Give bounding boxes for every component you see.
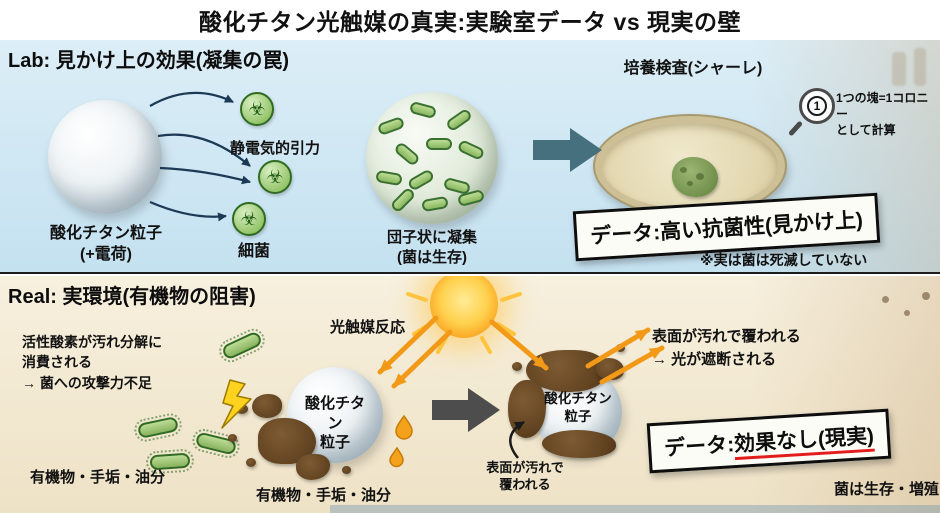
dirt-speck [236, 404, 248, 414]
lab-panel: Lab: 見かけ上の効果(凝集の罠) 酸化チタン粒子 (+電荷) ☣ ☣ ☣ 静… [0, 40, 940, 274]
light-blocked-note: 表面が汚れで覆われる → 光が遮断される [652, 328, 801, 368]
organic-matter-label-left: 有機物・手垢・油分 [30, 469, 166, 486]
rod-bacterium-icon [216, 322, 268, 369]
dirt-speck [228, 434, 237, 442]
real-heading: Real: 実環境(有機物の阻害) [8, 286, 256, 308]
mold-spot [904, 310, 910, 316]
dirt-splotch [296, 454, 330, 480]
magnifier-icon: 1 [799, 88, 835, 124]
attraction-arrow [159, 166, 251, 185]
rod-bacterium-icon [132, 409, 184, 446]
magnifier-handle [787, 120, 804, 137]
dirt-speck [342, 466, 351, 474]
bacterium-icon: ☣ [232, 202, 266, 236]
capsule-bacterium-icon [376, 115, 406, 137]
floor-strip [330, 505, 940, 513]
capsule-bacterium-icon [406, 168, 436, 192]
bacteria-label: 細菌 [238, 243, 271, 260]
flow-arrow-right [533, 128, 602, 172]
capsule-bacterium-icon [421, 195, 449, 213]
lab-stamp-note: ※実は菌は死滅していない [700, 252, 868, 268]
bacterium-icon: ☣ [258, 160, 292, 194]
real-stamp-emphasis: 効果なし(現実) [733, 424, 875, 461]
titanium-particle-sphere [48, 100, 162, 214]
biohazard-icon: ☣ [248, 98, 266, 120]
capsule-bacterium-icon [393, 141, 421, 167]
real-result-stamp: データ:効果なし(現実) [646, 408, 892, 474]
dirt-speck [246, 458, 256, 467]
lab-stamp-text: データ:高い抗菌性(見かけ上) [589, 208, 864, 249]
sunlight-arrow [391, 329, 453, 389]
dirt-speck [512, 362, 522, 371]
dirt-speck [616, 344, 625, 352]
photocatalysis-label: 光触媒反応 [330, 319, 406, 336]
colony-spot [696, 173, 704, 180]
capsule-bacterium-icon [375, 169, 403, 187]
capsule-bacterium-icon [456, 139, 486, 161]
capsule-bacterium-icon [444, 107, 474, 133]
colony-count-badge: 1 [807, 96, 827, 116]
capsule-bacterium-icon [408, 100, 438, 120]
titanium-particle-label: 酸化チタン粒子 (+電荷) [49, 225, 162, 263]
lab-heading: Lab: 見かけ上の効果(凝集の罠) [8, 50, 290, 72]
reactive-oxygen-note: 活性酸素が汚れ分解に 消費される → 菌への攻撃力不足 [22, 334, 162, 391]
attraction-arrow [149, 200, 227, 222]
oil-drop-icon [395, 414, 413, 440]
lab-bottle-icon [892, 52, 906, 86]
capsule-bacterium-icon [426, 138, 452, 150]
electrostatic-attraction-label: 静電気的引力 [230, 140, 321, 157]
lightning-icon [221, 379, 252, 429]
colony-spot [687, 181, 693, 186]
petri-dish-label: 培養検査(シャーレ) [623, 60, 763, 77]
page-title: 酸化チタン光触媒の真実:実験室データ vs 現実の壁 [0, 0, 940, 40]
clumped-particle-sphere [366, 92, 498, 224]
dirt-cover [542, 430, 616, 458]
mold-spot [922, 292, 930, 300]
sun-icon [430, 276, 498, 338]
attraction-arrow [149, 91, 234, 107]
biohazard-icon: ☣ [240, 208, 258, 230]
colony-spot [680, 167, 687, 173]
lab-bottle-icon [914, 48, 926, 86]
clump-label: 団子状に凝集 (菌は生存) [386, 229, 477, 266]
biohazard-icon: ☣ [266, 166, 284, 188]
flow-arrow-right [432, 388, 500, 432]
real-panel: Real: 実環境(有機物の阻害) [0, 276, 940, 513]
bacterium-icon: ☣ [240, 92, 274, 126]
mold-spot [882, 296, 889, 303]
real-stamp-note: 菌は生存・増殖 [834, 481, 940, 498]
dirt-cover [596, 358, 624, 380]
capsule-bacterium-icon [389, 186, 417, 214]
real-stamp-prefix: データ: [663, 433, 735, 461]
particle2-label: 酸化チタン 粒子 [544, 391, 612, 424]
colony-blob [672, 157, 718, 197]
petri-dish-agar [602, 123, 778, 209]
dirt-splotch [252, 394, 282, 418]
petri-dish [593, 114, 787, 218]
oil-drop-icon [389, 446, 404, 468]
colony-count-note: 1つの塊=1コロニー として計算 [836, 91, 929, 138]
particle1-label: 酸化チタン 粒子 [304, 395, 365, 451]
surface-covered-note: 表面が汚れで 覆われる [486, 460, 564, 492]
organic-matter-label-center: 有機物・手垢・油分 [256, 487, 392, 504]
